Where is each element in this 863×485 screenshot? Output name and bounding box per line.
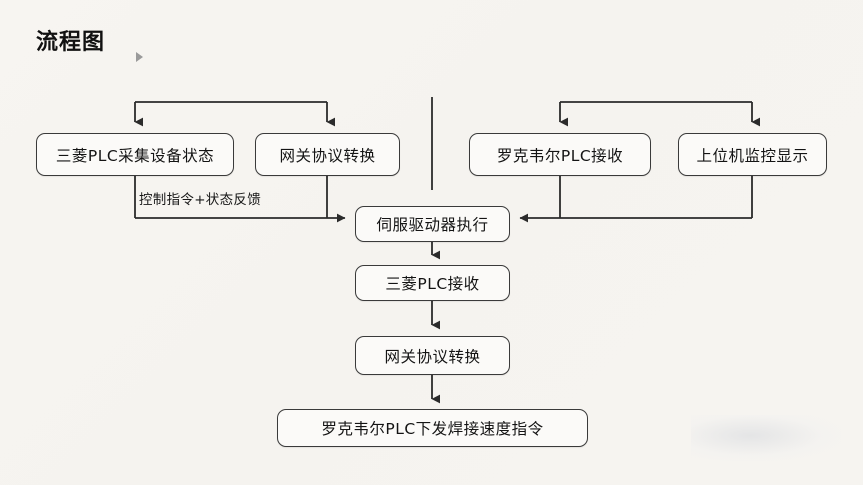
watermark-smudge (691, 415, 841, 461)
edge-label-control-command-status-feedback: 控制指令+状态反馈 (139, 192, 262, 208)
node-servo-driver-execute[interactable]: 伺服驱动器执行 (355, 206, 510, 242)
node-mitsubishi-plc-receive[interactable]: 三菱PLC接收 (355, 265, 510, 301)
node-hmi-monitor-display[interactable]: 上位机监控显示 (678, 133, 827, 176)
node-rockwell-plc-receive[interactable]: 罗克韦尔PLC接收 (469, 133, 651, 176)
node-rockwell-plc-send-weld-speed[interactable]: 罗克韦尔PLC下发焊接速度指令 (277, 409, 588, 447)
node-gateway-protocol-convert-top[interactable]: 网关协议转换 (255, 133, 400, 176)
page-title: 流程图 (36, 30, 106, 55)
node-gateway-protocol-convert-bottom[interactable]: 网关协议转换 (355, 336, 510, 375)
play-triangle-icon (136, 52, 143, 62)
node-mitsubishi-plc-collect[interactable]: 三菱PLC采集设备状态 (36, 133, 234, 176)
